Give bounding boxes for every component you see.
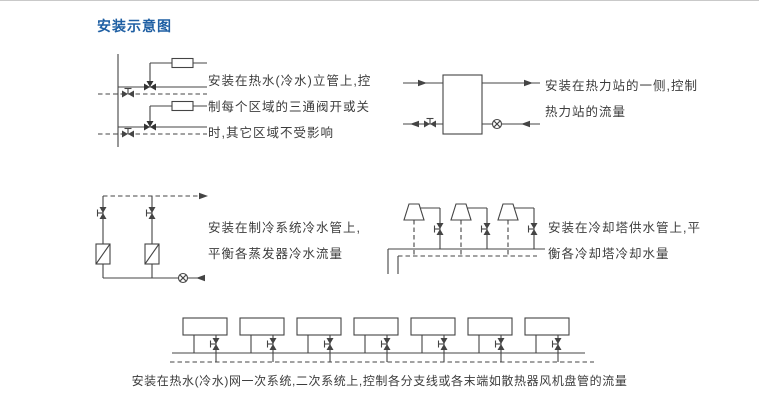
caption-chiller: 安装在制冷系统冷水管上, 平衡各蒸发器冷水流量 bbox=[208, 215, 361, 267]
evaporator-icon bbox=[144, 243, 160, 265]
fan-coil-unit-icon bbox=[524, 317, 570, 336]
fan-coil-unit-icon bbox=[467, 317, 513, 336]
flow-arrow-icon bbox=[523, 79, 534, 87]
fan-coil-branch bbox=[410, 317, 456, 362]
caption-line: 平衡各蒸发器冷水流量 bbox=[208, 247, 344, 261]
balancing-valve-icon bbox=[96, 206, 108, 220]
flow-arrow-icon bbox=[417, 79, 428, 87]
balancing-valve-icon bbox=[494, 337, 506, 351]
page-title: 安装示意图 bbox=[97, 18, 172, 34]
tower-branch bbox=[450, 203, 492, 256]
evaporator-icon bbox=[95, 243, 111, 265]
cooling-tower-icon bbox=[450, 203, 472, 221]
mains bbox=[170, 352, 594, 363]
balancing-valve-icon bbox=[121, 127, 135, 139]
radiator-icon bbox=[171, 57, 194, 69]
heat-station-icon bbox=[442, 74, 483, 135]
caption-cooling-tower: 安装在冷却塔供水管上,平 衡各冷却塔冷却水量 bbox=[548, 215, 701, 267]
fan-coil-unit-icon bbox=[239, 317, 285, 336]
balancing-valve-icon bbox=[323, 337, 335, 351]
fan-coil-branch bbox=[239, 317, 285, 362]
fan-coil-branch bbox=[524, 317, 570, 362]
fan-coil-unit-icon bbox=[296, 317, 342, 336]
caption-line: 安装在制冷系统冷水管上, bbox=[208, 221, 361, 235]
balancing-valve-icon bbox=[433, 222, 445, 236]
caption-line: 安装在热力站的一侧,控制 bbox=[545, 79, 698, 93]
balancing-valve-icon bbox=[380, 337, 392, 351]
balancing-valve-icon bbox=[551, 337, 563, 351]
cooling-tower-diagram bbox=[387, 203, 545, 274]
balancing-valve-icon bbox=[121, 87, 135, 99]
three-way-valve-icon bbox=[143, 120, 157, 132]
radiator-icon bbox=[171, 100, 194, 112]
caption-line: 安装在冷却塔供水管上,平 bbox=[548, 221, 701, 235]
flow-arrow-icon bbox=[198, 192, 209, 200]
tower-branch bbox=[403, 203, 445, 256]
fan-coil-branch bbox=[182, 317, 228, 362]
headers bbox=[387, 248, 545, 274]
caption-line: 制每个区域的三通阀开或关 bbox=[208, 100, 371, 114]
balancing-valve-icon bbox=[527, 222, 539, 236]
zone-2 bbox=[98, 100, 207, 139]
caption-riser: 安装在热水(冷水)立管上,控 制每个区域的三通阀开或关 时,其它区域不受影响 bbox=[208, 68, 371, 146]
caption-line: 衡各冷却塔冷却水量 bbox=[548, 247, 670, 261]
caption-network: 安装在热水(冷水)网一次系统,二次系统上,控制各分支线或各末端如散热器风机盘管的… bbox=[0, 372, 759, 389]
flow-arrow-icon bbox=[409, 120, 420, 128]
caption-line: 时,其它区域不受影响 bbox=[208, 126, 334, 140]
balancing-valve-icon bbox=[423, 117, 437, 129]
caption-line: 安装在热水(冷水)立管上,控 bbox=[208, 74, 372, 88]
riser-three-way-valve-diagram bbox=[98, 54, 207, 147]
caption-line: 安装在热水(冷水)网一次系统,二次系统上,控制各分支线或各末端如散热器风机盘管的… bbox=[131, 374, 628, 388]
balancing-valve-icon bbox=[437, 337, 449, 351]
fan-coil-branch bbox=[467, 317, 513, 362]
balancing-valve-icon bbox=[145, 206, 157, 220]
caption-substation: 安装在热力站的一侧,控制 热力站的流量 bbox=[545, 73, 698, 125]
pump-icon bbox=[491, 118, 503, 130]
balancing-valve-icon bbox=[209, 337, 221, 351]
fan-coil-branch bbox=[353, 317, 399, 362]
chiller-evaporator-diagram bbox=[95, 192, 209, 284]
terminal-units-network-diagram bbox=[170, 317, 594, 363]
cooling-tower-icon bbox=[403, 203, 425, 221]
fan-coil-unit-icon bbox=[410, 317, 456, 336]
fan-coil-branch bbox=[296, 317, 342, 362]
heat-substation-diagram bbox=[403, 74, 540, 135]
three-way-valve-icon bbox=[143, 80, 157, 92]
fan-coil-unit-icon bbox=[182, 317, 228, 336]
flow-arrow-icon bbox=[520, 120, 531, 128]
flow-arrow-icon bbox=[195, 274, 206, 282]
pump-icon bbox=[177, 272, 189, 284]
balancing-valve-icon bbox=[266, 337, 278, 351]
balancing-valve-icon bbox=[480, 222, 492, 236]
tower-branch bbox=[497, 203, 539, 256]
cooling-tower-icon bbox=[497, 203, 519, 221]
fan-coil-unit-icon bbox=[353, 317, 399, 336]
caption-line: 热力站的流量 bbox=[545, 105, 627, 119]
zone-1 bbox=[98, 57, 207, 99]
